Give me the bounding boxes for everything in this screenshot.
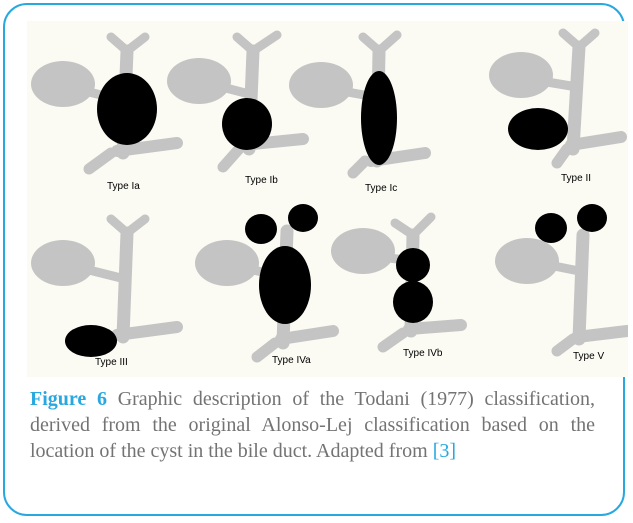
- figure-label: Figure 6: [30, 388, 107, 410]
- type-ii-label: Type II: [561, 173, 591, 184]
- type-iii-cyst: [65, 325, 117, 357]
- type-ivb-label: Type IVb: [403, 348, 443, 359]
- type-ivb-duct: [331, 217, 461, 347]
- type-iva-label: Type IVa: [272, 355, 311, 366]
- type-iii-label: Type III: [95, 357, 128, 368]
- type-ib-cyst: [222, 98, 272, 150]
- type-ia-cyst: [97, 73, 157, 145]
- todani-diagram-panel: Type Ia Type Ib Type Ic Type II Type III…: [27, 21, 628, 377]
- type-v-cyst-right: [577, 204, 607, 232]
- type-ivb-cyst-lower: [393, 281, 433, 323]
- type-ib-duct: [167, 35, 303, 167]
- type-ivb-cyst-upper: [396, 248, 430, 282]
- figure-frame: Type Ia Type Ib Type Ic Type II Type III…: [3, 3, 625, 516]
- type-iii-duct: [31, 219, 177, 337]
- reference-link[interactable]: [3]: [433, 440, 456, 462]
- type-ic-duct: [289, 35, 425, 173]
- caption-text: Graphic description of the Todani (1977)…: [30, 388, 595, 462]
- type-iva-cyst-upper-right: [288, 204, 318, 232]
- type-v-duct: [495, 235, 627, 351]
- todani-diagram: Type Ia Type Ib Type Ic Type II Type III…: [27, 21, 628, 377]
- type-v-cyst-left: [535, 213, 567, 243]
- type-ia-label: Type Ia: [107, 181, 140, 192]
- type-iva-cyst-upper-left: [245, 214, 277, 244]
- type-ic-label: Type Ic: [365, 183, 397, 194]
- type-ii-cyst: [508, 108, 568, 150]
- type-ib-label: Type Ib: [245, 175, 278, 186]
- type-ic-cyst: [361, 71, 397, 165]
- type-v-label: Type V: [573, 351, 604, 362]
- figure-caption: Figure 6 Graphic description of the Toda…: [30, 386, 595, 464]
- type-iva-cyst-main: [259, 246, 311, 324]
